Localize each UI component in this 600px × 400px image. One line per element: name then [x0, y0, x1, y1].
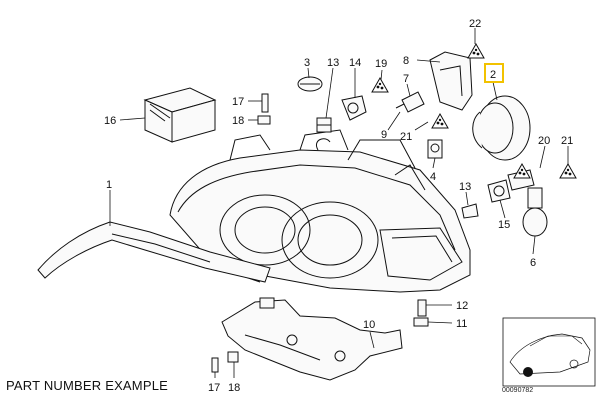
small-parts: [211, 76, 548, 373]
callout-21-mid: 21: [400, 131, 412, 143]
vehicle-thumbnail: [502, 317, 596, 387]
callout-12: 12: [456, 300, 468, 312]
callout-13-top: 13: [327, 57, 339, 69]
callout-15: 15: [498, 219, 510, 231]
callout-1: 1: [106, 179, 112, 191]
callout-4: 4: [430, 171, 436, 183]
page-caption: PART NUMBER EXAMPLE: [6, 378, 169, 393]
highlight-box: [484, 63, 504, 83]
callout-8: 8: [403, 55, 409, 67]
callout-16: 16: [104, 115, 116, 127]
part-bracket: [429, 51, 473, 111]
callout-19: 19: [375, 58, 387, 70]
location-marker-icon: [523, 367, 533, 377]
callout-2: 2: [490, 69, 496, 81]
part-control-unit: [143, 87, 217, 143]
callout-17-top: 17: [232, 96, 244, 108]
callout-7: 7: [403, 73, 409, 85]
callout-21-right: 21: [561, 135, 573, 147]
callout-18-top: 18: [232, 115, 244, 127]
callout-6: 6: [530, 257, 536, 269]
callout-numbers: 22 3 13 14 19 8 7 2 16 17 18 9 21 20 21 …: [104, 18, 573, 394]
part-lower-bracket: [221, 297, 403, 381]
callout-13-lower: 13: [459, 181, 471, 193]
part-trim-strip: [37, 221, 271, 283]
callout-20: 20: [538, 135, 550, 147]
callout-11: 11: [456, 318, 467, 330]
callout-22: 22: [469, 18, 481, 30]
callout-14: 14: [349, 57, 361, 69]
callout-3: 3: [304, 57, 310, 69]
callout-10: 10: [363, 319, 375, 331]
callout-9: 9: [381, 129, 387, 141]
diagram-reference-number: 00090782: [502, 387, 534, 394]
leader-lines: [109, 28, 569, 378]
callout-17-bottom: 17: [208, 382, 220, 394]
callout-18-bottom: 18: [228, 382, 240, 394]
part-cover-cap: [472, 95, 531, 161]
